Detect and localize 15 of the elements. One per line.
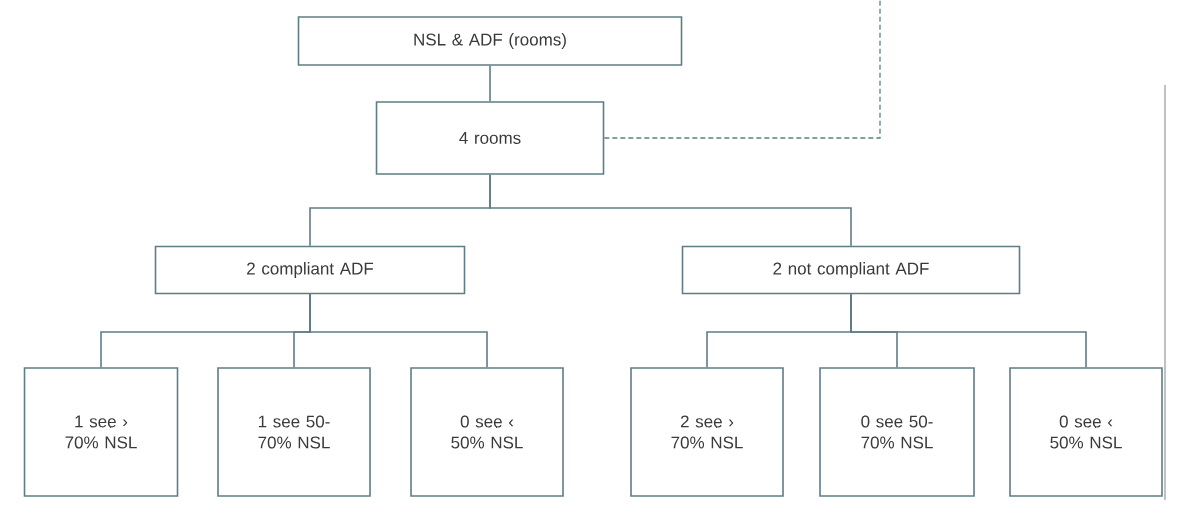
result-box: 0 see ‹ 50% NSL: [1009, 367, 1163, 497]
connector-line: [489, 65, 491, 102]
connector-line: [489, 174, 852, 247]
result-box: 1 see 50-70% NSL: [217, 367, 371, 497]
process-box: 4 rooms: [375, 101, 605, 175]
result-box: 1 see › 70% NSL: [23, 367, 179, 497]
category-box: 2 not compliant ADF: [681, 245, 1021, 295]
connector-line: [850, 293, 1087, 368]
result-box: 0 see 50-70% NSL: [819, 367, 975, 497]
result-box: 2 see › 70% NSL: [630, 367, 784, 497]
connector-line: [603, 0, 881, 139]
heading-box: NSL & ADF (rooms): [297, 16, 683, 66]
category-box: 2 compliant ADF: [154, 245, 466, 295]
result-box: 0 see ‹ 50% NSL: [410, 367, 564, 497]
connector-line: [309, 293, 488, 368]
